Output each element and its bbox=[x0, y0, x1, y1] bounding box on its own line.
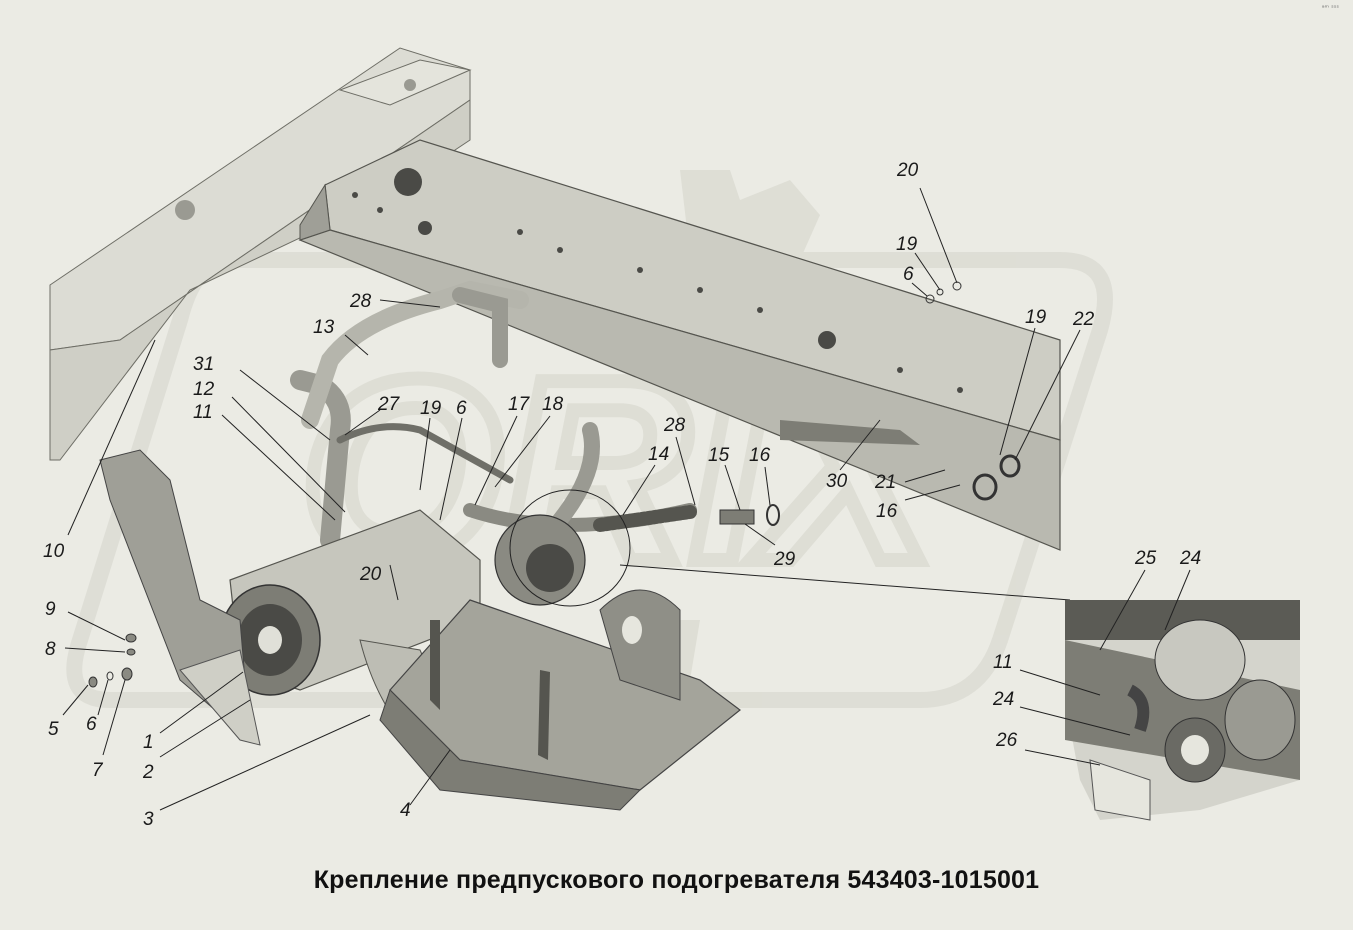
callout-20-top: 20 bbox=[896, 160, 919, 181]
leader-lines bbox=[62, 187, 1191, 811]
callout-21: 21 bbox=[874, 472, 896, 493]
callout-19-top: 19 bbox=[896, 234, 918, 255]
fasteners bbox=[88, 281, 1021, 688]
callout-20-low: 20 bbox=[359, 564, 382, 585]
corner-mark: ᵃᵐ ˢˢˢ bbox=[1321, 4, 1339, 12]
callout-28-left: 28 bbox=[349, 291, 372, 312]
callout-17: 17 bbox=[508, 394, 531, 415]
callout-19-mid: 19 bbox=[420, 398, 442, 419]
detail-link bbox=[509, 489, 1071, 607]
callout-16-bottom: 16 bbox=[876, 501, 898, 522]
callout-29: 29 bbox=[773, 549, 796, 570]
callout-27: 27 bbox=[377, 394, 401, 415]
callout-6-top: 6 bbox=[903, 264, 914, 285]
callout-5: 5 bbox=[48, 719, 59, 740]
callout-14: 14 bbox=[648, 444, 669, 465]
callout-6-mid: 6 bbox=[456, 398, 467, 419]
callout-18: 18 bbox=[542, 394, 564, 415]
pipe-assembly bbox=[290, 280, 780, 550]
callout-16-top: 16 bbox=[749, 445, 771, 466]
callout-6-left: 6 bbox=[86, 714, 97, 735]
callout-10: 10 bbox=[43, 541, 65, 562]
callout-24-top: 24 bbox=[1179, 548, 1201, 569]
detail-inset-view bbox=[1065, 600, 1300, 821]
callout-11-inset: 11 bbox=[993, 652, 1013, 673]
mounting-tray bbox=[379, 589, 741, 811]
callout-8: 8 bbox=[45, 639, 56, 660]
callout-30: 30 bbox=[826, 471, 848, 492]
callout-12: 12 bbox=[193, 379, 215, 400]
callout-15: 15 bbox=[708, 445, 730, 466]
callout-24-inset: 24 bbox=[992, 689, 1014, 710]
callout-28-mid: 28 bbox=[663, 415, 686, 436]
diagram-caption: Крепление предпускового подогревателя 54… bbox=[313, 866, 1040, 894]
callout-11: 11 bbox=[193, 402, 213, 423]
callout-19-right: 19 bbox=[1025, 307, 1047, 328]
callout-31: 31 bbox=[193, 354, 214, 375]
callout-22: 22 bbox=[1072, 309, 1095, 330]
callout-7: 7 bbox=[92, 760, 104, 781]
callout-13: 13 bbox=[313, 317, 335, 338]
callout-1: 1 bbox=[143, 732, 154, 753]
callout-labels: 1 2 3 4 5 6 7 8 9 10 11 12 31 13 28 27 1… bbox=[43, 160, 1201, 830]
callout-25: 25 bbox=[1134, 548, 1157, 569]
callout-4: 4 bbox=[400, 800, 411, 821]
callout-3: 3 bbox=[143, 809, 154, 830]
callout-9: 9 bbox=[45, 599, 56, 620]
callout-2: 2 bbox=[142, 762, 154, 783]
callout-26: 26 bbox=[995, 730, 1018, 751]
